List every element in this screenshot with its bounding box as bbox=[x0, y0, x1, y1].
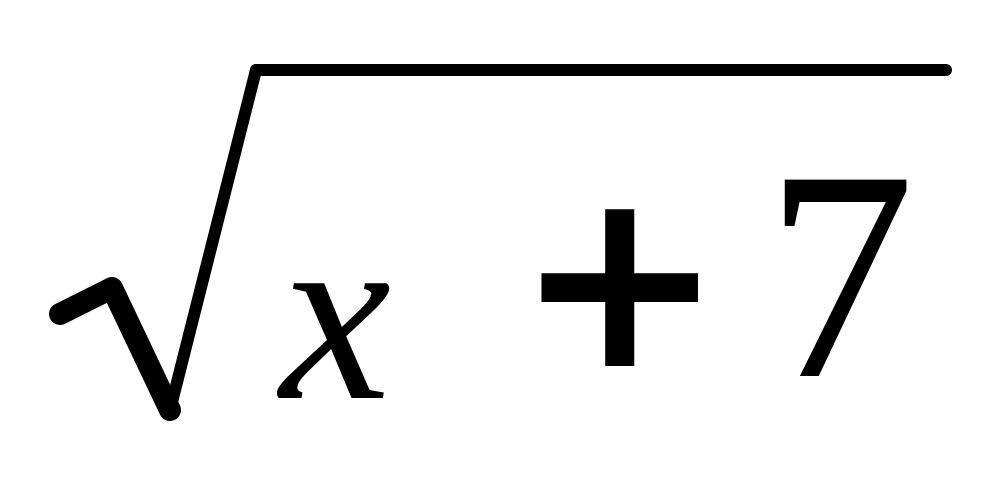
constant-seven: 7 bbox=[765, 109, 915, 441]
radical-hook bbox=[49, 277, 181, 421]
radical-diagonal bbox=[164, 64, 262, 416]
variable-x: x bbox=[280, 176, 391, 453]
plus-operator: + bbox=[515, 134, 725, 425]
